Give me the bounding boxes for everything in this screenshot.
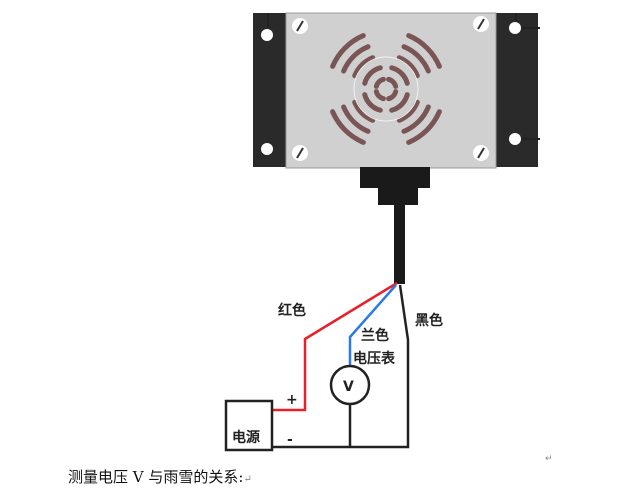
power-supply-box bbox=[224, 399, 274, 452]
sensing-ring-arc bbox=[352, 55, 376, 79]
sensing-ring-arc bbox=[386, 89, 399, 102]
connector bbox=[360, 167, 430, 188]
sensing-ring-arc bbox=[386, 76, 399, 89]
blue-wire bbox=[348, 284, 397, 366]
blue-wire-label: 兰色 bbox=[361, 327, 389, 344]
caption: 测量电压 V 与雨雪的关系:↵ bbox=[68, 466, 252, 487]
black-wire bbox=[272, 284, 410, 449]
sensing-ring-arc bbox=[396, 99, 420, 123]
sensing-ring-arc bbox=[362, 65, 383, 86]
sensing-ring-arc bbox=[406, 33, 442, 69]
red-wire-label: 红色 bbox=[278, 302, 306, 319]
sensing-ring-arc bbox=[330, 109, 366, 145]
black-wire-label: 黑色 bbox=[415, 312, 443, 329]
voltmeter-icon bbox=[329, 364, 371, 406]
sensing-ring-arc bbox=[406, 109, 442, 145]
terminal-leads bbox=[267, 13, 540, 140]
sensing-ring-arc bbox=[373, 89, 386, 102]
return-mark: ↵ bbox=[545, 454, 553, 464]
sensing-ring-arc bbox=[373, 76, 386, 89]
caption-return-mark: ↵ bbox=[243, 474, 252, 485]
voltmeter-label: 电压表 bbox=[353, 350, 396, 367]
voltmeter-symbol: V bbox=[343, 379, 354, 395]
mounting-holes bbox=[261, 22, 521, 155]
sensing-ring-arc bbox=[352, 99, 376, 123]
minus-label: - bbox=[287, 432, 293, 448]
sensing-rings bbox=[330, 33, 442, 145]
rain-sensor bbox=[253, 12, 540, 284]
screws bbox=[292, 16, 489, 161]
sensing-ring-arc bbox=[401, 44, 431, 74]
sensing-ring-arc bbox=[341, 104, 371, 134]
power-supply-label: 电源 bbox=[232, 429, 260, 446]
sensing-ring-arc bbox=[401, 104, 431, 134]
cable bbox=[394, 204, 405, 284]
sensor-panel bbox=[285, 12, 497, 169]
sensing-ring-arc bbox=[362, 92, 383, 113]
sensing-ring-arc bbox=[389, 92, 410, 113]
sensing-ring-arc bbox=[341, 44, 371, 74]
sensing-ring-arc bbox=[396, 55, 420, 79]
sensing-ring-arc bbox=[389, 65, 410, 86]
circuit bbox=[224, 281, 410, 452]
sensing-ring-arc bbox=[330, 33, 366, 69]
caption-text: 测量电压 V 与雨雪的关系: bbox=[68, 468, 244, 486]
plus-label: + bbox=[286, 392, 298, 408]
red-wire bbox=[272, 281, 398, 412]
